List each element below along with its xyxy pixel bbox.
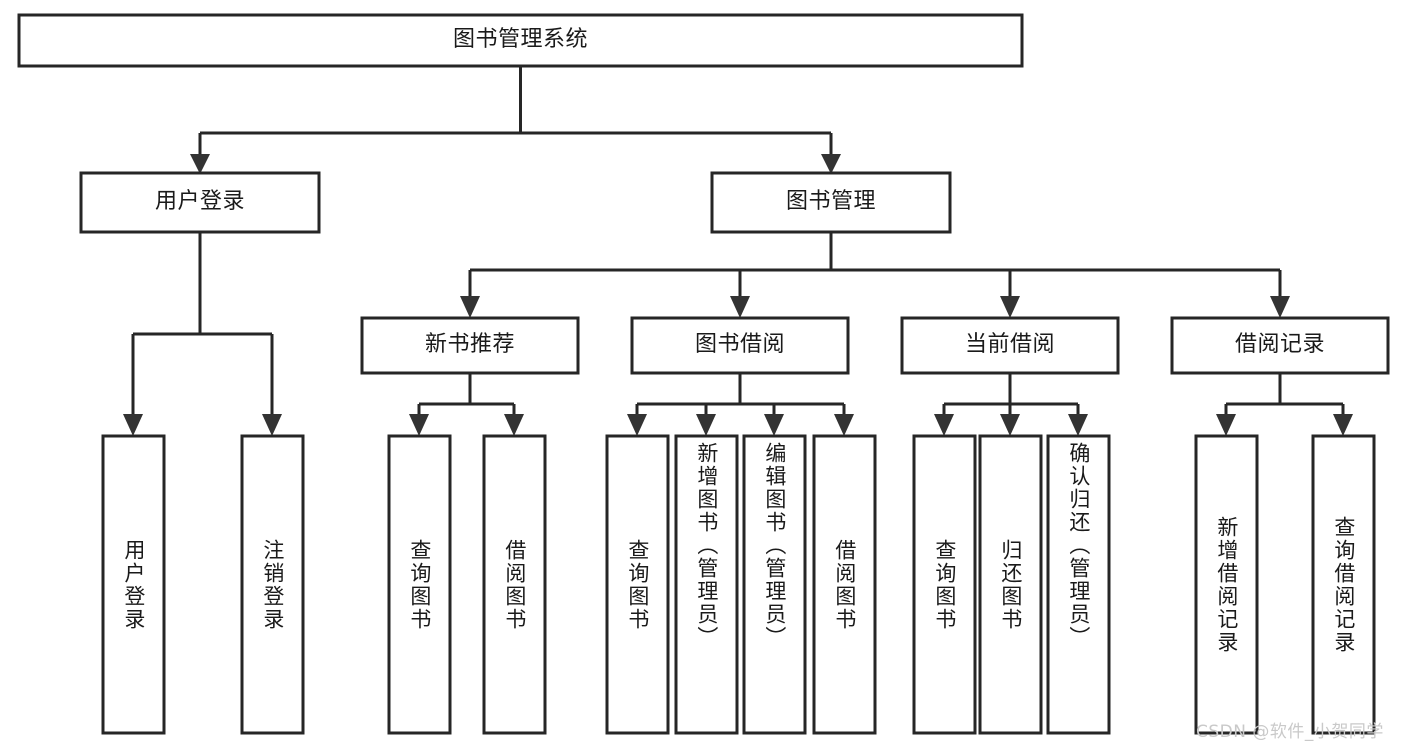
node-leaf-book-borrow-2[interactable] <box>674 434 739 735</box>
arrowhead-new-book-leaf-2 <box>504 414 524 436</box>
watermark-text: CSDN @软件_小贺同学 <box>1196 722 1384 742</box>
node-leaf-book-borrow-3[interactable] <box>742 434 807 735</box>
node-book-manage-box[interactable] <box>710 171 952 234</box>
node-borrow-records-box[interactable] <box>1170 316 1390 375</box>
arrowhead-current-borrow-leaf-3 <box>1068 414 1088 436</box>
node-new-book-recommend-box[interactable] <box>360 316 580 375</box>
arrowhead-current-borrow-leaf-2 <box>1000 414 1020 436</box>
node-leaf-borrow-records-2[interactable] <box>1311 434 1376 735</box>
arrowhead-borrow-records-leaf-1 <box>1216 414 1236 436</box>
arrowhead-user-login-leaf-2 <box>262 414 282 436</box>
arrowhead-root-to-user-login <box>190 154 210 174</box>
node-leaf-new-book-1[interactable] <box>387 434 452 735</box>
arrowhead-borrow-records-leaf-2 <box>1333 414 1353 436</box>
node-current-borrow-box[interactable] <box>900 316 1120 375</box>
arrowhead-user-login-leaf-1 <box>123 414 143 436</box>
arrowhead-book-borrow-leaf-1 <box>627 414 647 436</box>
node-leaf-current-borrow-1[interactable] <box>912 434 977 735</box>
node-leaf-borrow-records-1[interactable] <box>1194 434 1259 735</box>
node-user-login-box[interactable] <box>79 171 321 234</box>
node-leaf-current-borrow-2[interactable] <box>978 434 1043 735</box>
arrowhead-level3-1 <box>460 296 480 318</box>
node-leaf-book-borrow-1[interactable] <box>605 434 670 735</box>
arrowhead-current-borrow-leaf-1 <box>934 414 954 436</box>
node-leaf-new-book-2[interactable] <box>482 434 547 735</box>
arrowhead-level3-4 <box>1270 296 1290 318</box>
arrowhead-book-borrow-leaf-3 <box>764 414 784 436</box>
node-leaf-user-login-2[interactable] <box>240 434 305 735</box>
arrowhead-level3-2 <box>730 296 750 318</box>
node-root-box[interactable] <box>17 13 1024 68</box>
arrowhead-new-book-leaf-1 <box>409 414 429 436</box>
arrowhead-book-borrow-leaf-2 <box>696 414 716 436</box>
arrowhead-level3-3 <box>1000 296 1020 318</box>
arrowhead-book-borrow-leaf-4 <box>834 414 854 436</box>
arrowhead-root-to-book-manage <box>821 154 841 174</box>
node-book-borrow-box[interactable] <box>630 316 850 375</box>
node-leaf-book-borrow-4[interactable] <box>812 434 877 735</box>
node-leaf-user-login-1[interactable] <box>101 434 166 735</box>
node-leaf-current-borrow-3[interactable] <box>1046 434 1111 735</box>
